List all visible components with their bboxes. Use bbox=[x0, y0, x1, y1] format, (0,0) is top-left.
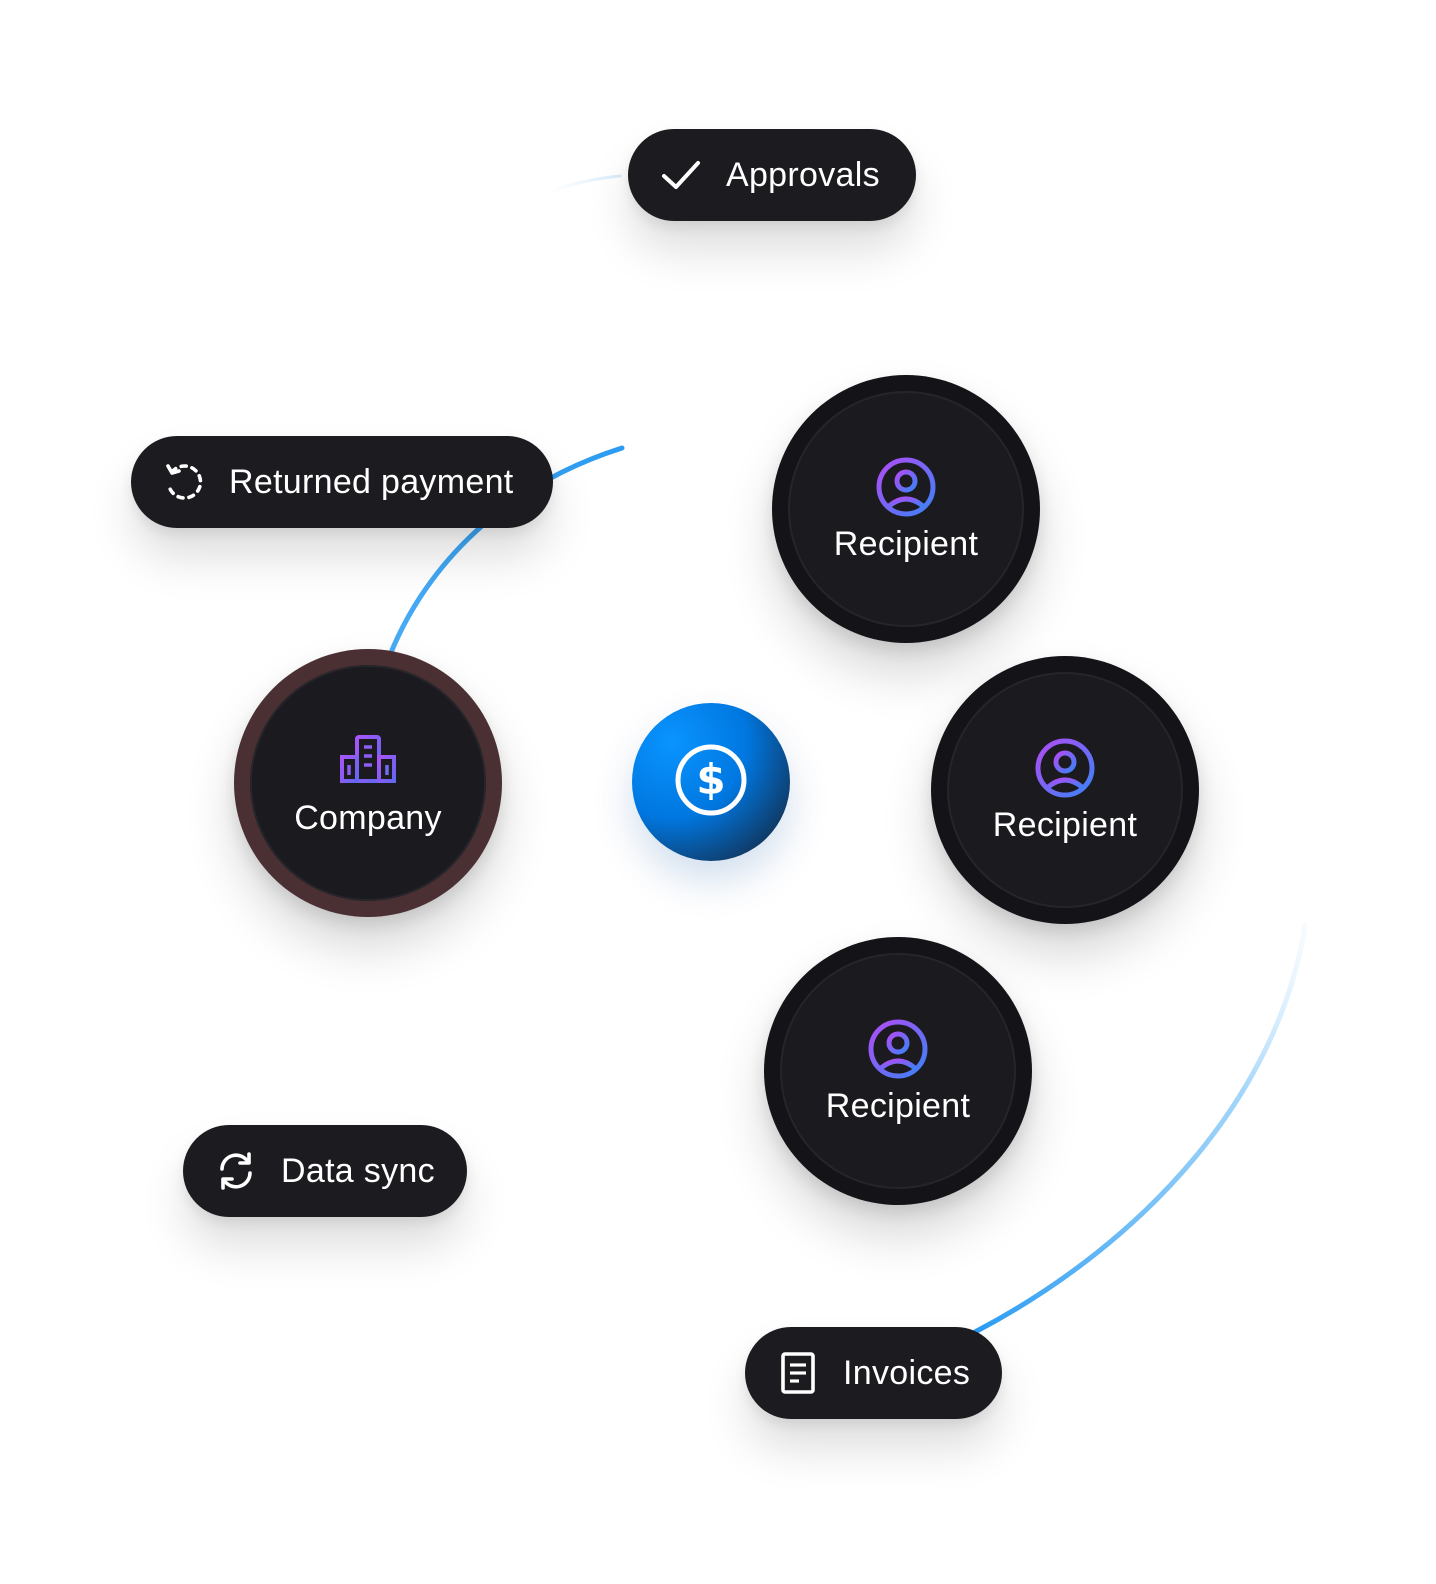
recipient-node-2-inner bbox=[947, 672, 1183, 908]
recipient-node-1-inner bbox=[788, 391, 1024, 627]
approvals-label: Approvals bbox=[726, 155, 880, 194]
recipient-node-2-content: Recipient bbox=[993, 736, 1137, 845]
sync-icon bbox=[213, 1148, 259, 1194]
recipient-1-label: Recipient bbox=[833, 524, 979, 563]
payment-hub[interactable]: $ bbox=[632, 703, 790, 861]
recipient-node-2[interactable]: Recipient bbox=[931, 656, 1199, 924]
document-icon bbox=[775, 1350, 821, 1396]
user-circle-icon bbox=[866, 1017, 930, 1081]
dashed-refresh-icon bbox=[161, 459, 207, 505]
approvals-pill[interactable]: Approvals bbox=[628, 129, 916, 221]
building-icon bbox=[336, 729, 400, 793]
company-node[interactable]: Company bbox=[234, 649, 502, 917]
recipient-2-label: Recipient bbox=[992, 805, 1138, 844]
recipient-node-3[interactable]: Recipient bbox=[764, 937, 1032, 1205]
returned-payment-pill[interactable]: Returned payment bbox=[131, 436, 553, 528]
dollar-icon: $ bbox=[673, 742, 749, 823]
user-circle-icon bbox=[1033, 736, 1097, 800]
returned-payment-label: Returned payment bbox=[229, 462, 514, 501]
svg-text:$: $ bbox=[696, 755, 725, 804]
data-sync-label: Data sync bbox=[281, 1151, 435, 1190]
recipient-node-3-content: Recipient bbox=[826, 1017, 970, 1126]
user-circle-icon bbox=[874, 455, 938, 519]
checkmark-icon bbox=[658, 152, 704, 198]
arc-top bbox=[548, 174, 622, 194]
recipient-node-1-content: Recipient bbox=[834, 455, 978, 564]
company-node-content: Company bbox=[294, 729, 442, 838]
recipient-3-label: Recipient bbox=[825, 1086, 971, 1125]
invoices-label: Invoices bbox=[843, 1353, 971, 1392]
company-label: Company bbox=[294, 798, 442, 837]
data-sync-pill[interactable]: Data sync bbox=[183, 1125, 467, 1217]
invoices-pill[interactable]: Invoices bbox=[745, 1327, 1002, 1419]
arc-right bbox=[972, 922, 1308, 1335]
arc-left bbox=[387, 445, 625, 658]
recipient-node-1[interactable]: Recipient bbox=[772, 375, 1040, 643]
recipient-node-3-inner bbox=[780, 953, 1016, 1189]
